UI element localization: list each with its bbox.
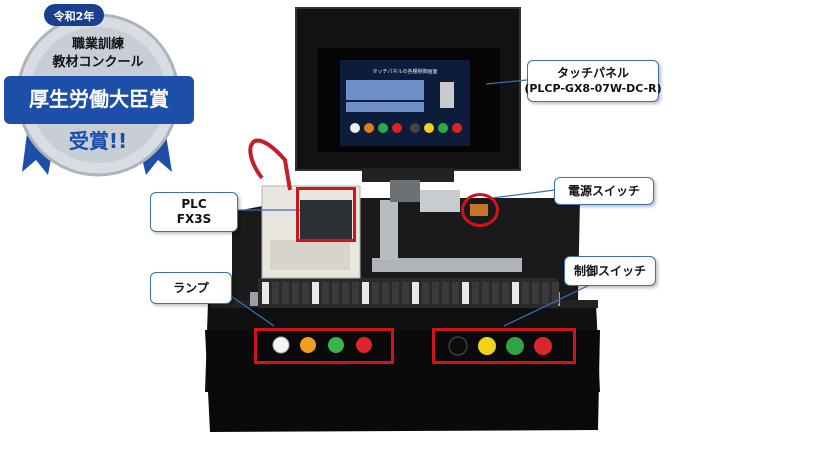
panel-stand — [362, 168, 454, 182]
terminal-block — [492, 282, 499, 304]
award-received: 受賞!! — [69, 129, 127, 153]
lamp-callout: ランプ — [150, 272, 232, 304]
touch-panel-callout: タッチパネル (PLCP-GX8-07W-DC-R) — [524, 60, 662, 102]
touch-panel-model: (PLCP-GX8-07W-DC-R) — [524, 82, 662, 95]
panel-mount — [390, 180, 420, 202]
control-switch-label: 制御スイッチ — [573, 263, 646, 278]
red-cable — [248, 138, 292, 191]
terminal-block — [382, 282, 389, 304]
award-ribbon — [44, 4, 104, 26]
lamp-highlight — [254, 328, 394, 364]
screen-buttons — [350, 123, 462, 133]
terminal-block — [322, 282, 329, 304]
terminal-block — [512, 282, 519, 304]
terminal-block — [462, 282, 469, 304]
plc-highlight — [296, 187, 356, 242]
terminal-block — [542, 282, 549, 304]
terminal-block — [272, 282, 279, 304]
terminal-block — [392, 282, 399, 304]
terminal-block — [502, 282, 509, 304]
terminal-block — [522, 282, 529, 304]
lamp-label: ランプ — [173, 280, 209, 295]
terminal-block — [352, 282, 359, 304]
terminal-block — [362, 282, 369, 304]
plc-model: FX3S — [176, 212, 212, 226]
terminal-block — [302, 282, 309, 304]
award-badge: 令和2年 職業訓練 教材コンクール 厚生労働大臣賞 受賞!! — [4, 4, 194, 177]
terminal-block — [482, 282, 489, 304]
base-front — [205, 330, 600, 432]
control-switch-callout: 制御スイッチ — [564, 256, 656, 286]
power-switch-callout: 電源スイッチ — [554, 177, 654, 205]
terminal-block — [432, 282, 439, 304]
touch-panel-label: タッチパネル — [556, 66, 629, 80]
terminal-block — [332, 282, 339, 304]
terminal-block — [442, 282, 449, 304]
leader-lines — [227, 79, 601, 327]
terminal-block — [312, 282, 319, 304]
screen-indicator — [440, 82, 454, 108]
terminal-block — [532, 282, 539, 304]
support-post — [380, 200, 398, 260]
terminal-block — [472, 282, 479, 304]
plc-callout: PLC FX3S — [150, 192, 238, 232]
power-switch-label: 電源スイッチ — [567, 183, 640, 198]
power-switch-highlight — [461, 193, 499, 227]
terminal-block — [412, 282, 419, 304]
switch-row — [448, 336, 552, 356]
switch-highlight — [432, 328, 576, 364]
bracket — [420, 190, 460, 212]
terminal-block — [372, 282, 379, 304]
terminal-block — [452, 282, 459, 304]
terminal-block — [342, 282, 349, 304]
award-year: 令和2年 — [53, 9, 95, 23]
lamp-row — [272, 336, 372, 354]
terminal-block — [282, 282, 289, 304]
award-title: 厚生労働大臣賞 — [29, 87, 169, 111]
plc-terminals — [270, 240, 350, 270]
wire-duct — [372, 258, 522, 272]
terminal-block — [262, 282, 269, 304]
award-band — [4, 76, 194, 124]
terminal-block — [402, 282, 409, 304]
terminal-block — [552, 282, 559, 304]
award-line1: 職業訓練 — [72, 36, 124, 52]
award-line2: 教材コンクール — [51, 54, 143, 70]
plc-face — [300, 200, 352, 240]
terminal-block — [292, 282, 299, 304]
screen-table-row — [346, 102, 424, 112]
terminal-block — [422, 282, 429, 304]
screen-table — [346, 80, 424, 100]
plc-label: PLC — [181, 197, 207, 211]
screen-title: タッチパネルの各種制御画面 — [372, 68, 437, 75]
